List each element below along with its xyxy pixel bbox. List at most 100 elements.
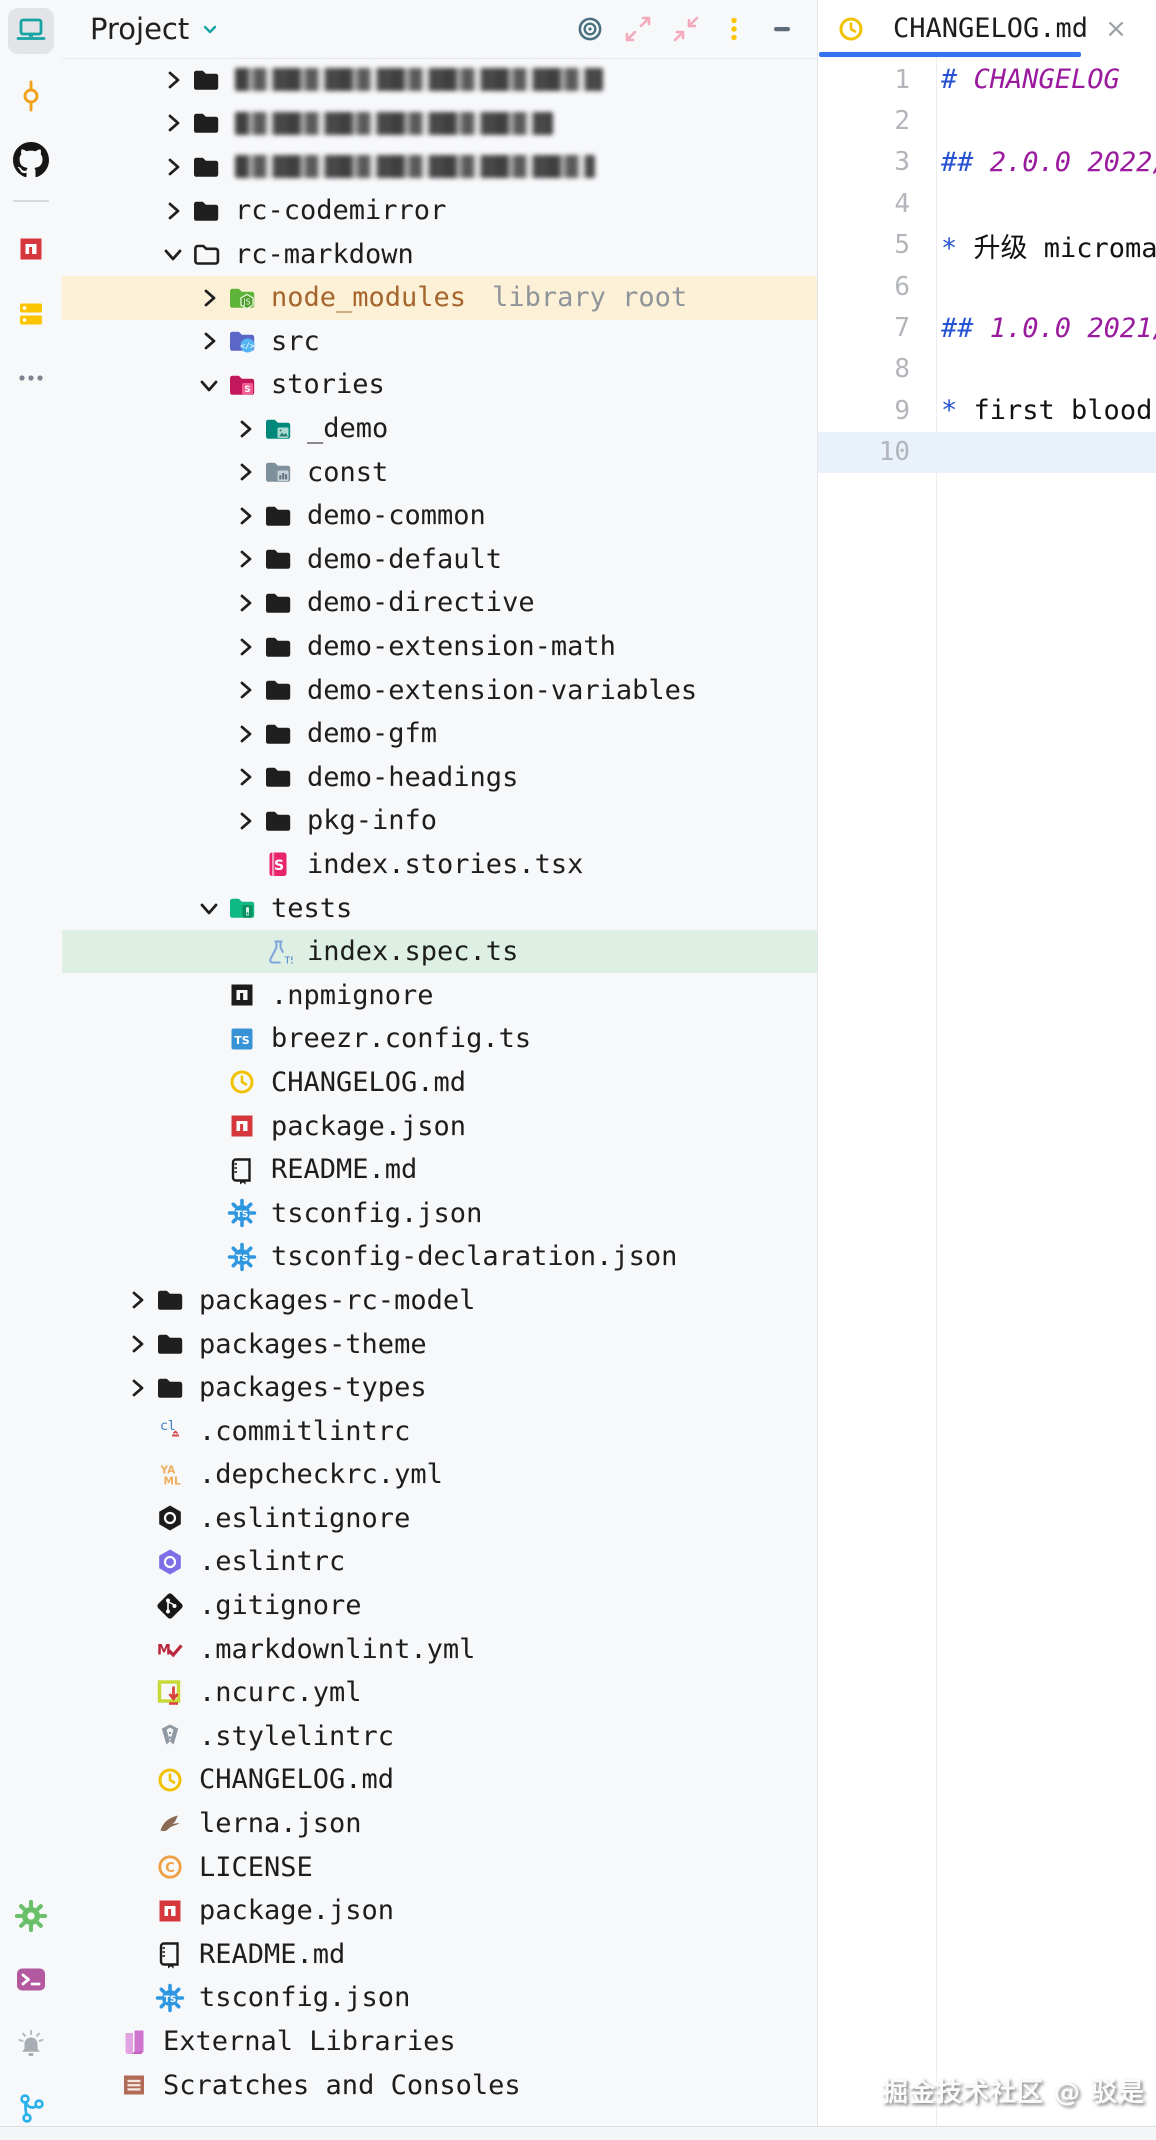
chevron-right-icon[interactable] bbox=[227, 803, 263, 839]
tree-item-redacted[interactable] bbox=[62, 58, 817, 102]
editor-line-3[interactable]: 3## 2.0.0 2022/0 bbox=[818, 142, 1156, 183]
tree-item-redacted[interactable] bbox=[62, 145, 817, 189]
tree-item-redacted[interactable] bbox=[62, 102, 817, 146]
tree-item-package-json[interactable]: package.json bbox=[62, 1889, 817, 1933]
tab-changelog-md[interactable]: CHANGELOG.md × bbox=[818, 0, 1141, 57]
chevron-right-icon[interactable] bbox=[155, 193, 191, 229]
chevron-right-icon[interactable] bbox=[191, 323, 227, 359]
tree-item-packages-types[interactable]: packages-types bbox=[62, 1366, 817, 1410]
tree-item-pkg-info[interactable]: pkg-info bbox=[62, 799, 817, 843]
github-icon[interactable] bbox=[8, 137, 54, 183]
tree-item-demo-default[interactable]: demo-default bbox=[62, 538, 817, 582]
chevron-down-icon[interactable] bbox=[191, 890, 227, 926]
structure-icon[interactable] bbox=[8, 291, 54, 337]
expand-all-icon[interactable] bbox=[621, 12, 655, 46]
tree-item-const[interactable]: const bbox=[62, 450, 817, 494]
tree-item-src[interactable]: </>src bbox=[62, 320, 817, 364]
tree-item-changelog-md[interactable]: CHANGELOG.md bbox=[62, 1758, 817, 1802]
tree-item-readme-md[interactable]: README.md bbox=[62, 1148, 817, 1192]
tree-item-demo-extension-variables[interactable]: demo-extension-variables bbox=[62, 668, 817, 712]
hide-panel-icon[interactable] bbox=[765, 12, 799, 46]
chevron-down-icon[interactable] bbox=[199, 18, 221, 40]
tree-item-ncurc-yml[interactable]: .ncurc.yml bbox=[62, 1671, 817, 1715]
tree-item-eslintignore[interactable]: .eslintignore bbox=[62, 1497, 817, 1541]
locate-target-icon[interactable] bbox=[573, 12, 607, 46]
close-icon[interactable]: × bbox=[1105, 13, 1127, 44]
tree-item-markdownlint-yml[interactable]: M.markdownlint.yml bbox=[62, 1627, 817, 1671]
editor-line-7[interactable]: 7## 1.0.0 2021/0 bbox=[818, 307, 1156, 348]
tree-item-demo-extension-math[interactable]: demo-extension-math bbox=[62, 625, 817, 669]
tree-item-scratches-and-consoles[interactable]: Scratches and Consoles bbox=[62, 2063, 817, 2107]
chevron-down-icon[interactable] bbox=[155, 236, 191, 272]
tree-item-index-spec-ts[interactable]: TSindex.spec.ts bbox=[62, 929, 817, 974]
chevron-right-icon[interactable] bbox=[155, 149, 191, 185]
tree-item-stylelintrc[interactable]: .stylelintrc bbox=[62, 1715, 817, 1759]
tree-item-packages-theme[interactable]: packages-theme bbox=[62, 1322, 817, 1366]
chevron-right-icon[interactable] bbox=[227, 716, 263, 752]
chevron-right-icon[interactable] bbox=[227, 585, 263, 621]
editor-line-8[interactable]: 8 bbox=[818, 349, 1156, 390]
chevron-right-icon[interactable] bbox=[155, 62, 191, 98]
tree-item-readme-md[interactable]: README.md bbox=[62, 1933, 817, 1977]
more-dots-icon[interactable] bbox=[8, 355, 54, 401]
chevron-right-icon[interactable] bbox=[227, 498, 263, 534]
laptop-icon[interactable] bbox=[8, 8, 54, 54]
editor-line-9[interactable]: 9* first blood bbox=[818, 390, 1156, 431]
editor-line-1[interactable]: 1# CHANGELOG bbox=[818, 59, 1156, 100]
editor-line-4[interactable]: 4 bbox=[818, 183, 1156, 224]
chevron-right-icon[interactable] bbox=[191, 280, 227, 316]
editor-line-6[interactable]: 6 bbox=[818, 266, 1156, 307]
chevron-right-icon[interactable] bbox=[227, 629, 263, 665]
chevron-right-icon[interactable] bbox=[119, 1326, 155, 1362]
chevron-right-icon[interactable] bbox=[227, 672, 263, 708]
editor-line-2[interactable]: 2 bbox=[818, 100, 1156, 141]
tree-item-demo[interactable]: _demo bbox=[62, 407, 817, 451]
tree-item-demo-headings[interactable]: demo-headings bbox=[62, 756, 817, 800]
commit-node-icon[interactable] bbox=[8, 73, 54, 119]
tree-item-package-json[interactable]: package.json bbox=[62, 1104, 817, 1148]
tree-item-rc-codemirror[interactable]: rc-codemirror bbox=[62, 189, 817, 233]
tree-item-demo-directive[interactable]: demo-directive bbox=[62, 581, 817, 625]
editor-line-5[interactable]: 5* 升级 micromar bbox=[818, 225, 1156, 266]
chevron-right-icon[interactable] bbox=[227, 411, 263, 447]
chevron-right-icon[interactable] bbox=[227, 454, 263, 490]
terminal-icon[interactable] bbox=[8, 1957, 54, 2003]
tree-item-demo-gfm[interactable]: demo-gfm bbox=[62, 712, 817, 756]
editor-line-10[interactable]: 10 bbox=[818, 431, 1156, 473]
collapse-all-icon[interactable] bbox=[669, 12, 703, 46]
chevron-right-icon[interactable] bbox=[119, 1282, 155, 1318]
tree-item-commitlintrc[interactable]: cl.commitlintrc bbox=[62, 1409, 817, 1453]
chevron-right-icon[interactable] bbox=[119, 1370, 155, 1406]
project-view-dropdown[interactable]: Project bbox=[90, 12, 190, 46]
settings-gear-icon[interactable] bbox=[8, 1893, 54, 1939]
tree-item-eslintrc[interactable]: .eslintrc bbox=[62, 1540, 817, 1584]
git-branch-icon[interactable] bbox=[8, 2085, 54, 2131]
chevron-right-icon[interactable] bbox=[227, 759, 263, 795]
tree-item-npmignore[interactable]: .npmignore bbox=[62, 973, 817, 1017]
tree-item-rc-markdown[interactable]: rc-markdown bbox=[62, 232, 817, 276]
tree-item-gitignore[interactable]: .gitignore bbox=[62, 1584, 817, 1628]
chevron-right-icon[interactable] bbox=[227, 541, 263, 577]
tree-item-changelog-md[interactable]: CHANGELOG.md bbox=[62, 1061, 817, 1105]
tree-item-tests[interactable]: tests bbox=[62, 886, 817, 930]
tree-item-external-libraries[interactable]: External Libraries bbox=[62, 2020, 817, 2064]
tree-item-packages-rc-model[interactable]: packages-rc-model bbox=[62, 1279, 817, 1323]
kebab-menu-icon[interactable] bbox=[717, 12, 751, 46]
notifications-bell-icon[interactable] bbox=[8, 2021, 54, 2067]
npm-red-icon[interactable] bbox=[8, 226, 54, 272]
chevron-right-icon[interactable] bbox=[155, 105, 191, 141]
chevron-down-icon[interactable] bbox=[191, 367, 227, 403]
tree-item-demo-common[interactable]: demo-common bbox=[62, 494, 817, 538]
tree-item-lerna-json[interactable]: lerna.json bbox=[62, 1802, 817, 1846]
